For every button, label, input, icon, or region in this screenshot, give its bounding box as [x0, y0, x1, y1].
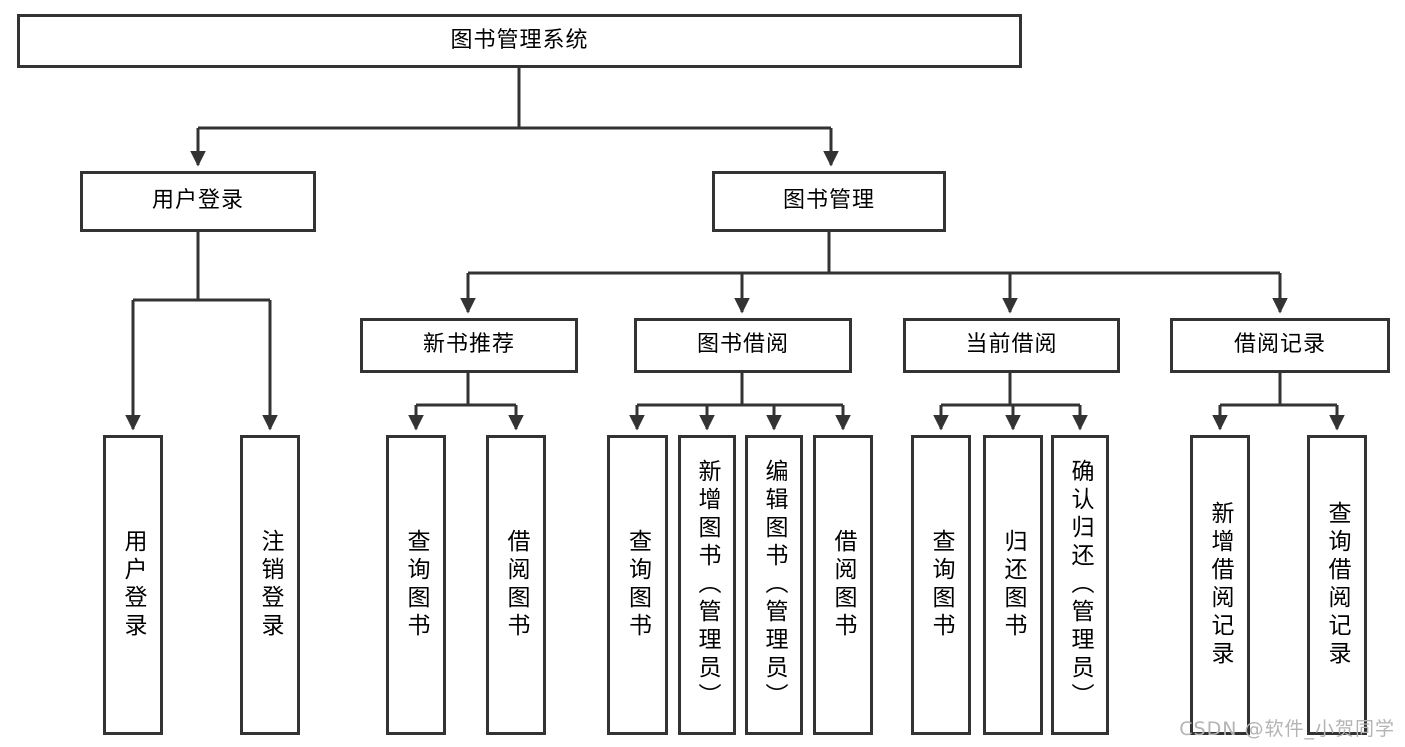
node-current-borrow[interactable]: 当前借阅 — [903, 318, 1120, 373]
watermark-text: CSDN @软件_小贺同学 — [1179, 718, 1395, 740]
node-leaf-add-record[interactable]: 新增借阅记录 — [1190, 435, 1250, 735]
node-leaf-user-logout-label: 注销登录 — [257, 529, 284, 641]
node-leaf-query-book-label: 查询图书 — [624, 529, 651, 641]
node-leaf-borrow-book-rec-label: 借阅图书 — [503, 529, 530, 641]
node-leaf-borrow-book-label: 借阅图书 — [830, 529, 857, 641]
node-borrow-record[interactable]: 借阅记录 — [1170, 318, 1390, 373]
node-root[interactable]: 图书管理系统 — [17, 14, 1022, 68]
node-user-login[interactable]: 用户登录 — [80, 171, 316, 232]
node-leaf-query-book-cur[interactable]: 查询图书 — [911, 435, 971, 735]
node-leaf-add-book-label: 新增图书（管理员） — [694, 459, 721, 711]
node-leaf-return-book[interactable]: 归还图书 — [983, 435, 1043, 735]
node-leaf-edit-book-label: 编辑图书（管理员） — [761, 459, 788, 711]
node-book-manage[interactable]: 图书管理 — [712, 171, 946, 232]
node-root-label: 图书管理系统 — [450, 27, 589, 53]
node-leaf-confirm-return-label: 确认归还（管理员） — [1067, 459, 1094, 711]
node-current-borrow-label: 当前借阅 — [965, 332, 1058, 358]
node-leaf-return-book-label: 归还图书 — [1000, 529, 1027, 641]
node-leaf-query-book-rec-label: 查询图书 — [403, 529, 430, 641]
node-leaf-query-record-label: 查询借阅记录 — [1324, 501, 1351, 669]
node-leaf-query-book-cur-label: 查询图书 — [928, 529, 955, 641]
node-leaf-confirm-return[interactable]: 确认归还（管理员） — [1051, 435, 1109, 735]
node-book-borrow[interactable]: 图书借阅 — [634, 318, 852, 373]
node-leaf-query-book[interactable]: 查询图书 — [607, 435, 668, 735]
node-leaf-add-record-label: 新增借阅记录 — [1207, 501, 1234, 669]
node-new-book-rec-label: 新书推荐 — [422, 332, 515, 358]
node-borrow-record-label: 借阅记录 — [1233, 332, 1326, 358]
node-leaf-query-record[interactable]: 查询借阅记录 — [1307, 435, 1367, 735]
node-leaf-edit-book[interactable]: 编辑图书（管理员） — [745, 435, 803, 735]
node-new-book-rec[interactable]: 新书推荐 — [360, 318, 578, 373]
node-leaf-user-login-label: 用户登录 — [120, 529, 147, 641]
node-leaf-borrow-book-rec[interactable]: 借阅图书 — [486, 435, 546, 735]
node-leaf-borrow-book[interactable]: 借阅图书 — [813, 435, 873, 735]
node-user-login-label: 用户登录 — [151, 188, 244, 214]
node-leaf-query-book-rec[interactable]: 查询图书 — [386, 435, 446, 735]
node-book-manage-label: 图书管理 — [782, 188, 875, 214]
node-leaf-user-logout[interactable]: 注销登录 — [240, 435, 300, 735]
node-leaf-add-book[interactable]: 新增图书（管理员） — [678, 435, 736, 735]
node-leaf-user-login[interactable]: 用户登录 — [103, 435, 163, 735]
node-book-borrow-label: 图书借阅 — [696, 332, 789, 358]
